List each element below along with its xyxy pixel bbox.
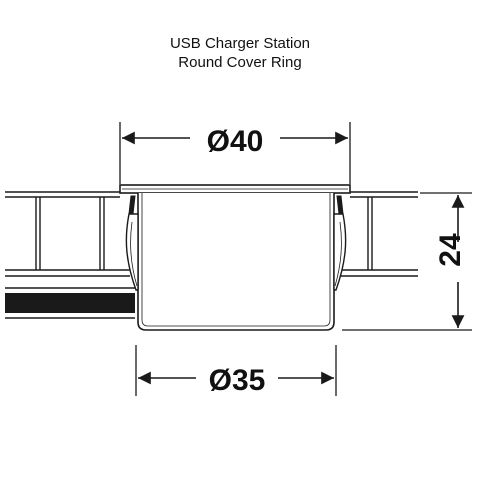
worktop-right: [340, 191, 418, 277]
height-label: 24: [434, 233, 467, 267]
inner-diameter-label: Ø35: [209, 364, 266, 397]
outer-diameter-label: Ø40: [207, 125, 264, 158]
title-line-2: Round Cover Ring: [178, 54, 302, 71]
clip-left: [125, 195, 139, 291]
dimension-outer-diameter: [119, 122, 351, 184]
cover-ring-flange: [119, 184, 351, 194]
clip-right: [333, 195, 347, 291]
cable: [5, 287, 135, 319]
cup-body: [137, 193, 335, 331]
title-line-1: USB Charger Station: [169, 35, 311, 52]
dimension-height: [342, 192, 472, 331]
worktop-left: [5, 191, 130, 277]
dimension-inner-diameter: [135, 345, 337, 396]
